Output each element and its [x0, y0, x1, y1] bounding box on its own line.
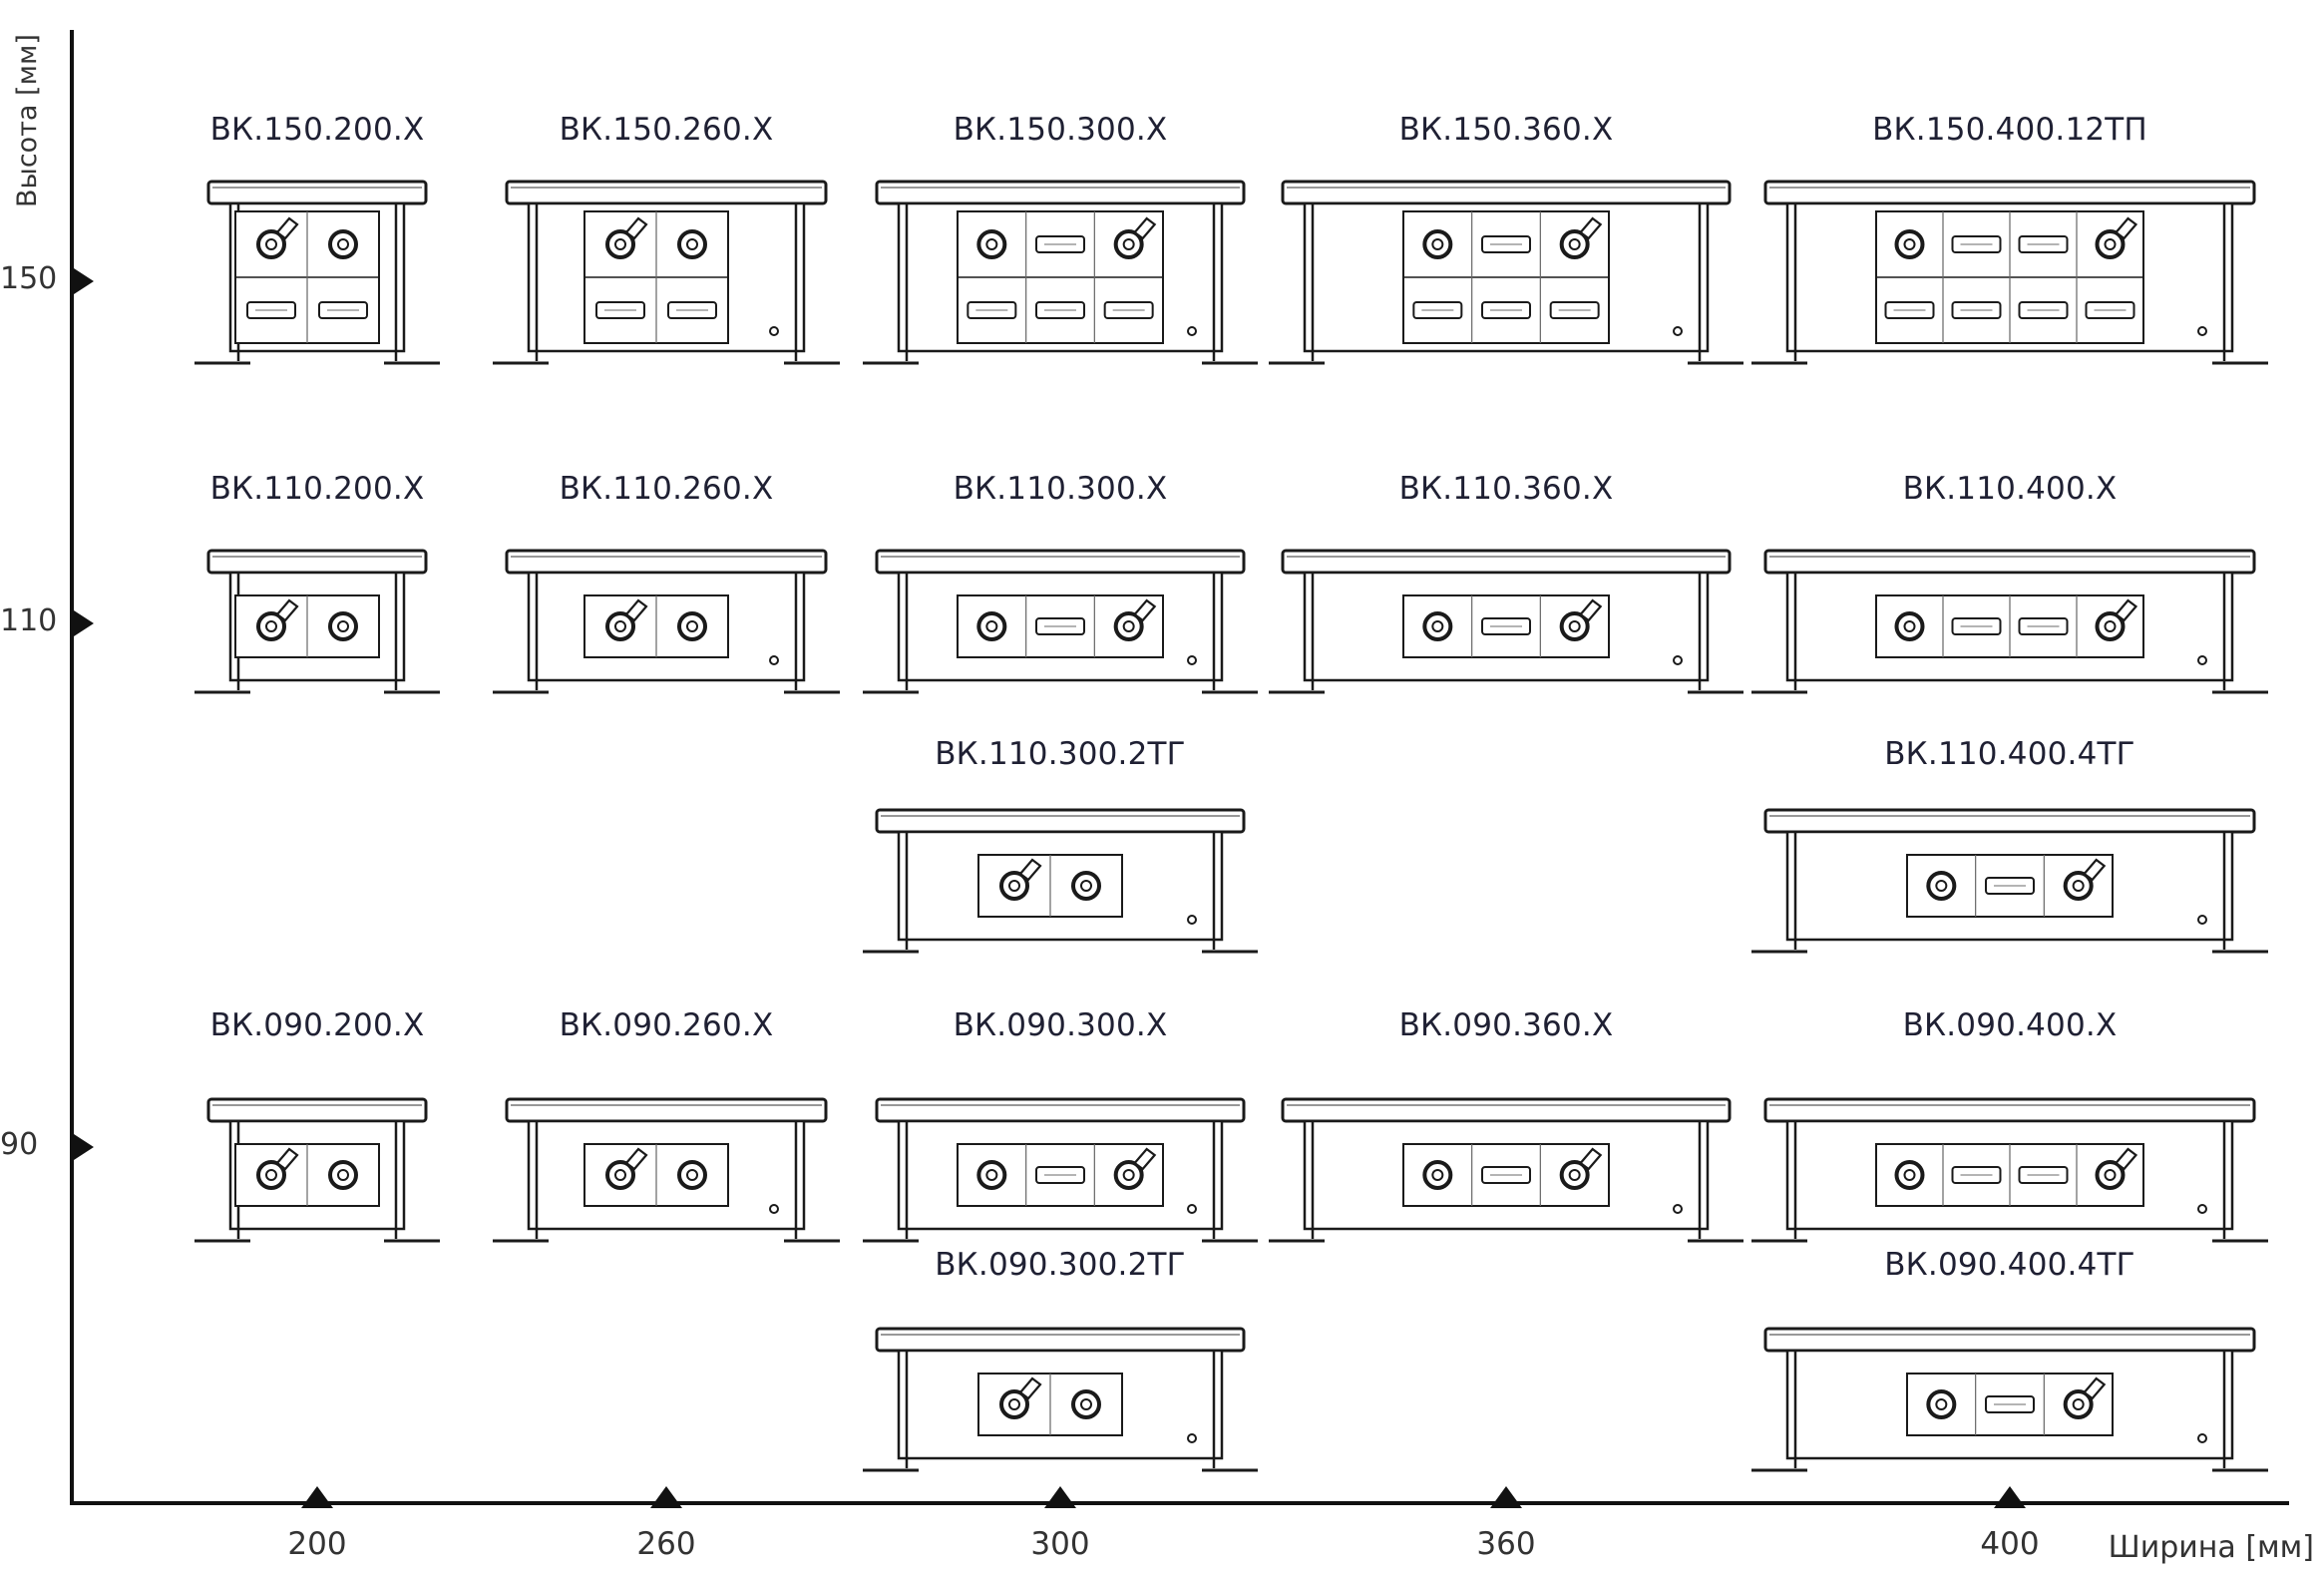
convector-drawing [1751, 549, 2268, 694]
x-tick-label-400: 400 [1980, 1526, 2040, 1562]
convector-drawing [1269, 549, 1743, 694]
x-tick-label-260: 260 [636, 1526, 696, 1562]
model-label: ВК.150.360.Х [1398, 112, 1614, 148]
model-label: ВК.110.200.Х [209, 471, 425, 507]
model-label: ВК.110.360.Х [1398, 471, 1614, 507]
x-tick-label-300: 300 [1030, 1526, 1090, 1562]
model-label: ВК.110.260.Х [559, 471, 774, 507]
model-label: ВК.090.260.Х [559, 1007, 774, 1043]
model-label: ВК.090.300.2ТГ [935, 1247, 1186, 1283]
model-label: ВК.090.400.4ТГ [1884, 1247, 2135, 1283]
model-label: ВК.110.300.2ТГ [935, 736, 1186, 772]
convector-drawing [863, 549, 1258, 694]
model-label: ВК.150.400.12ТП [1872, 112, 2147, 148]
convector-drawing [863, 180, 1258, 365]
model-label: ВК.150.200.Х [209, 112, 425, 148]
x-axis-line [70, 1501, 2289, 1505]
convector-drawing [1751, 808, 2268, 954]
y-axis-line [70, 30, 74, 1504]
x-tick-marker-360 [1490, 1486, 1522, 1508]
model-label: ВК.150.300.Х [953, 112, 1168, 148]
convector-drawing [194, 1097, 440, 1243]
y-tick-marker-150 [74, 268, 94, 294]
model-label: ВК.090.200.Х [209, 1007, 425, 1043]
x-tick-marker-400 [1994, 1486, 2026, 1508]
model-label: ВК.090.400.Х [1902, 1007, 2118, 1043]
convector-drawing [1751, 180, 2268, 365]
model-label: ВК.110.300.Х [953, 471, 1168, 507]
convector-drawing [863, 1097, 1258, 1243]
x-tick-marker-200 [301, 1486, 333, 1508]
model-label: ВК.110.400.4ТГ [1884, 736, 2135, 772]
convector-drawing [194, 180, 440, 365]
convector-drawing [1751, 1327, 2268, 1472]
x-tick-marker-260 [650, 1486, 682, 1508]
model-label: ВК.090.300.Х [953, 1007, 1168, 1043]
convector-drawing [194, 549, 440, 694]
convector-drawing [493, 1097, 840, 1243]
y-tick-label-90: 90 [0, 1127, 39, 1162]
x-tick-label-200: 200 [287, 1526, 347, 1562]
convector-drawing [1269, 180, 1743, 365]
y-tick-label-110: 110 [0, 603, 58, 638]
y-tick-marker-90 [74, 1134, 94, 1160]
y-tick-label-150: 150 [0, 261, 58, 296]
convector-drawing [863, 808, 1258, 954]
convector-drawing [863, 1327, 1258, 1472]
convector-drawing [1751, 1097, 2268, 1243]
convector-drawing [1269, 1097, 1743, 1243]
x-tick-label-360: 360 [1476, 1526, 1536, 1562]
convector-drawing [493, 549, 840, 694]
convector-drawing [493, 180, 840, 365]
y-tick-marker-110 [74, 610, 94, 636]
y-axis-label: Высота [мм] [12, 34, 43, 207]
model-label: ВК.110.400.Х [1902, 471, 2118, 507]
x-axis-label: Ширина [мм] [2108, 1530, 2314, 1565]
model-label: ВК.150.260.Х [559, 112, 774, 148]
x-tick-marker-300 [1044, 1486, 1076, 1508]
model-label: ВК.090.360.Х [1398, 1007, 1614, 1043]
